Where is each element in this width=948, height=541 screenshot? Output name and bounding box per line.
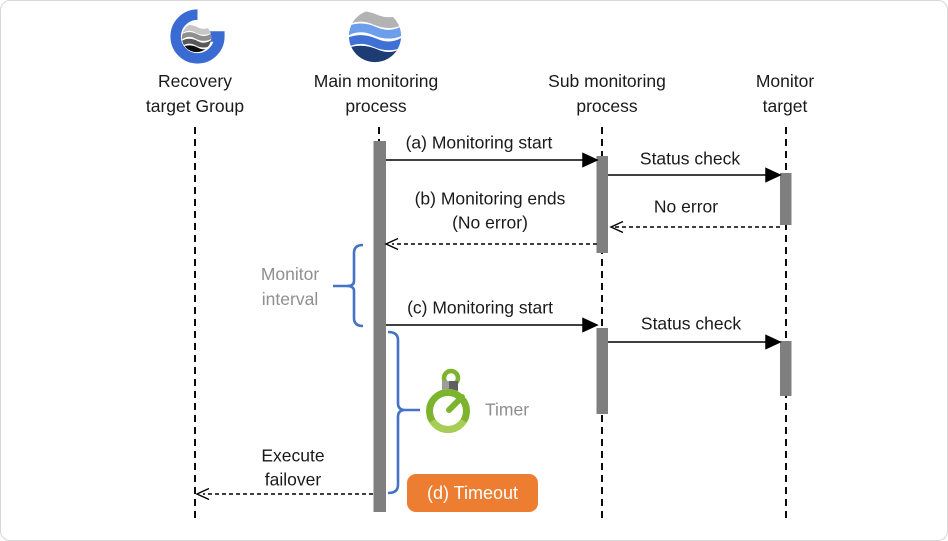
braces-group <box>333 243 420 495</box>
arrow-status-check-1 <box>608 167 782 183</box>
monitor-interval-label: Monitor interval <box>260 264 320 309</box>
lifeline-label-main-monitoring-process: Main monitoring process <box>313 71 439 116</box>
arrow-c-monitoring-start <box>386 317 599 333</box>
activation-bar-sub-1 <box>596 156 608 253</box>
message-label-execute-failover: Execute failover <box>261 445 325 490</box>
activation-bar-target-1 <box>780 173 792 225</box>
arrow-a-monitoring-start <box>386 152 599 168</box>
lifeline-label-monitor-target: Monitor target <box>755 71 815 116</box>
activation-bars-group <box>373 141 792 512</box>
arrow-status-check-2 <box>608 334 782 350</box>
message-label-a-monitoring-start: (a) Monitoring start <box>405 132 553 153</box>
lifeline-label-recovery-target-group: Recovery target Group <box>145 71 245 116</box>
stopwatch-icon <box>426 368 470 433</box>
message-label-b-monitoring-ends: (b) Monitoring ends (No error) <box>414 188 566 233</box>
arrow-execute-failover <box>195 487 373 501</box>
timer-brace <box>387 330 420 495</box>
recovery-group-logo-icon <box>170 9 225 64</box>
monitoring-waves-logo-icon <box>348 11 402 63</box>
timeout-badge: (d) Timeout <box>407 474 538 512</box>
message-label-status-check-1: Status check <box>639 148 741 169</box>
activation-bar-target-2 <box>780 341 792 396</box>
arrow-b-monitoring-ends <box>384 237 597 251</box>
lifeline-label-sub-monitoring-process: Sub monitoring process <box>548 71 666 116</box>
message-label-c-monitoring-start: (c) Monitoring start <box>407 297 553 318</box>
message-label-no-error: No error <box>653 196 719 217</box>
dashed-arrows-group <box>195 220 780 501</box>
solid-arrows-group <box>386 152 782 350</box>
activation-bar-main <box>373 141 386 512</box>
activation-bar-sub-2 <box>596 328 608 414</box>
timer-label: Timer <box>485 399 530 420</box>
message-label-status-check-2: Status check <box>640 313 742 334</box>
arrow-no-error <box>609 220 780 234</box>
monitor-interval-brace <box>333 243 364 328</box>
